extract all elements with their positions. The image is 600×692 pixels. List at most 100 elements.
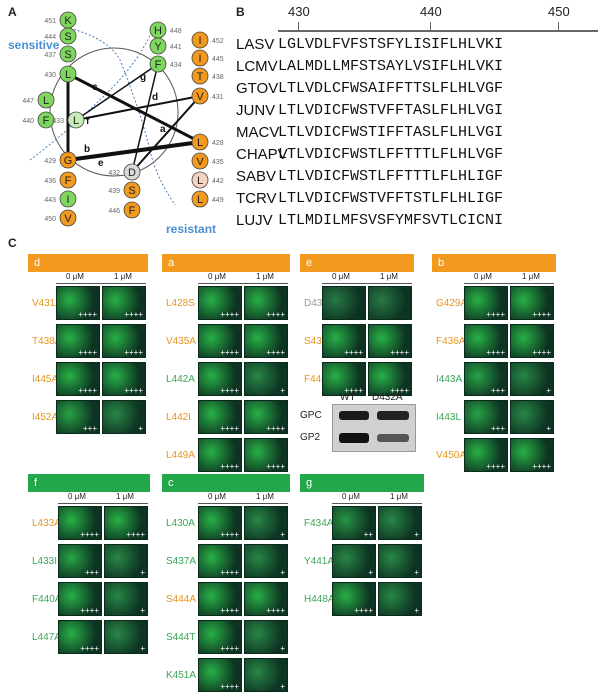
micrograph-0uM: ++++ bbox=[198, 620, 242, 654]
micrograph-0uM: ++++ bbox=[198, 362, 242, 396]
svg-text:Y: Y bbox=[154, 41, 162, 53]
conc-1: 1 μM bbox=[256, 272, 274, 281]
residue-437: S437 bbox=[44, 45, 77, 63]
alignment-sequence: LTLVDICFWSTLFFTTTLFLHLVGF bbox=[278, 146, 504, 163]
sensitive-boundary-line bbox=[69, 27, 176, 206]
alignment-sequence: LALMDLLMFSTSAYLVSIFLHLVKI bbox=[278, 58, 504, 75]
svg-text:L: L bbox=[197, 194, 203, 206]
micrograph-1uM: ++++ bbox=[244, 286, 288, 320]
alignment-virus-name: LCMV bbox=[236, 58, 278, 75]
residue-447: L447 bbox=[22, 91, 55, 109]
micrograph-1uM: ++++ bbox=[102, 324, 146, 358]
svg-text:443: 443 bbox=[44, 197, 56, 204]
alignment-virus-name: CHAPV bbox=[236, 146, 288, 163]
mutant-label: S439A bbox=[304, 336, 335, 347]
sensitive-label: sensitive bbox=[8, 38, 60, 52]
svg-text:429: 429 bbox=[44, 158, 56, 165]
residue-443: I 443 bbox=[44, 190, 77, 208]
infectivity-rating: ++++ bbox=[80, 644, 99, 653]
conc-underline bbox=[322, 283, 412, 284]
mutant-label: D432A bbox=[304, 298, 335, 309]
wheel-spoke bbox=[75, 95, 201, 121]
alignment-sequence: LTLVDLCFWSAIFFTTSLFLHLVGF bbox=[278, 80, 504, 97]
mutant-label: S444T bbox=[166, 632, 196, 643]
svg-text:S: S bbox=[64, 31, 71, 43]
micrograph-0uM: +++ bbox=[58, 544, 102, 578]
conc-0: 0 μM bbox=[342, 492, 360, 501]
svg-text:446: 446 bbox=[108, 208, 120, 215]
infectivity-rating: ++++ bbox=[266, 606, 285, 615]
residue-446: F 446 bbox=[108, 201, 141, 219]
svg-text:431: 431 bbox=[212, 94, 224, 101]
conc-0: 0 μM bbox=[474, 272, 492, 281]
micrograph-1uM: ++++ bbox=[510, 438, 554, 472]
infectivity-rating: ++++ bbox=[220, 682, 239, 691]
wheel-face-f: f bbox=[86, 116, 90, 127]
infectivity-rating: + bbox=[414, 568, 419, 577]
mutant-label: K451A bbox=[166, 670, 197, 681]
mutant-label: F446L bbox=[304, 374, 333, 385]
infectivity-rating: ++++ bbox=[532, 310, 551, 319]
infectivity-rating: ++++ bbox=[78, 386, 97, 395]
resistant-label: resistant bbox=[166, 222, 217, 236]
infectivity-rating: ++++ bbox=[220, 386, 239, 395]
micrograph-1uM: ++++ bbox=[244, 400, 288, 434]
alignment-axis-line bbox=[278, 30, 598, 32]
infectivity-rating: ++++ bbox=[266, 462, 285, 471]
svg-text:L: L bbox=[65, 69, 71, 81]
alignment-sequence: LTLMDILMFSVSFYMFSVTLCICNI bbox=[278, 212, 504, 229]
conc-0: 0 μM bbox=[332, 272, 350, 281]
micrograph-1uM: ++++ bbox=[102, 362, 146, 396]
infectivity-rating: ++++ bbox=[486, 348, 505, 357]
conc-0: 0 μM bbox=[208, 492, 226, 501]
mutant-label: G429A bbox=[436, 298, 468, 309]
alignment-sequence: LTLVDICFWSTLFFTTTLFLHLIGF bbox=[278, 168, 504, 185]
conc-0: 0 μM bbox=[68, 492, 86, 501]
resistant-boundary-line bbox=[29, 24, 156, 161]
micrograph-0uM: ++++ bbox=[198, 438, 242, 472]
panel-c-label: C bbox=[8, 236, 17, 250]
svg-text:433: 433 bbox=[52, 118, 64, 125]
micrograph-1uM: + bbox=[510, 362, 554, 396]
svg-text:447: 447 bbox=[22, 98, 34, 105]
mutant-label: F440A bbox=[32, 594, 62, 605]
residue-430: L430 bbox=[44, 65, 77, 83]
infectivity-rating: ++++ bbox=[390, 348, 409, 357]
infectivity-rating: + bbox=[280, 644, 285, 653]
infectivity-rating: ++++ bbox=[220, 530, 239, 539]
infectivity-rating: ++++ bbox=[78, 348, 97, 357]
micrograph-0uM: + bbox=[332, 544, 376, 578]
mutant-label: V431A bbox=[32, 298, 63, 309]
group-header-e: e bbox=[300, 254, 414, 272]
conc-underline bbox=[58, 503, 148, 504]
svg-text:450: 450 bbox=[44, 216, 56, 223]
wheel-spoke bbox=[131, 63, 159, 173]
micrograph-0uM: ++++ bbox=[56, 286, 100, 320]
group-header-g: g bbox=[300, 474, 424, 492]
alignment-virus-name: LASV bbox=[236, 36, 275, 53]
infectivity-rating: + bbox=[140, 644, 145, 653]
micrograph-0uM: ++++ bbox=[198, 658, 242, 692]
micrograph-0uM: ++++ bbox=[198, 506, 242, 540]
band-wt-gp2 bbox=[339, 433, 369, 443]
svg-text:I: I bbox=[66, 194, 69, 206]
svg-text:F: F bbox=[129, 205, 136, 217]
mutant-label: T438A bbox=[32, 336, 62, 347]
infectivity-rating: ++++ bbox=[344, 348, 363, 357]
infectivity-rating: ++++ bbox=[220, 310, 239, 319]
alignment-sequence: LTLVDICFWSTVFFTASLFLHLVGI bbox=[278, 102, 504, 119]
infectivity-rating: ++++ bbox=[266, 348, 285, 357]
svg-text:T: T bbox=[197, 71, 204, 83]
infectivity-rating: ++++ bbox=[220, 644, 239, 653]
alignment-tick-mark bbox=[298, 22, 299, 30]
infectivity-rating: ++++ bbox=[126, 530, 145, 539]
alignment-virus-name: JUNV bbox=[236, 102, 276, 119]
svg-text:440: 440 bbox=[22, 118, 34, 125]
micrograph-1uM: + bbox=[244, 620, 288, 654]
svg-text:V: V bbox=[196, 156, 204, 168]
